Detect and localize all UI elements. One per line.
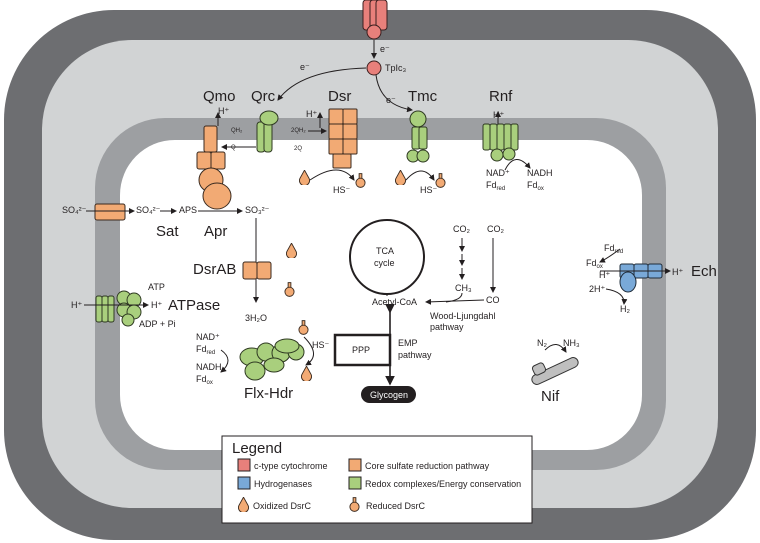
label-dsr-hs: HS⁻: [333, 185, 351, 195]
label-dsr-2q: 2Q: [294, 146, 302, 152]
label-wood-ljungdahl-2: pathway: [430, 322, 464, 332]
legend-item-label: Core sulfate reduction pathway: [365, 461, 490, 471]
label-sat: Sat: [156, 223, 179, 240]
label-flx-nad: NAD⁺: [196, 332, 220, 342]
legend-swatch: [348, 458, 362, 472]
label-co2-a: CO₂: [453, 224, 471, 234]
label-ech-2h: 2H⁺: [589, 284, 606, 294]
label-apr: Apr: [204, 223, 227, 240]
qmo-complex: [196, 125, 232, 210]
label-flx-fdred: Fdred: [196, 344, 215, 356]
flx-hdr-complex: [239, 338, 305, 381]
label-ch3: CH₃: [455, 283, 472, 293]
label-ech-h2: H₂: [620, 304, 630, 314]
label-glycogen: Glycogen: [370, 390, 408, 400]
label-co: CO: [486, 295, 500, 305]
label-wood-ljungdahl-1: Wood-Ljungdahl: [430, 311, 495, 321]
legend-swatch: [237, 476, 251, 490]
label-adp-pi: ADP + Pi: [139, 319, 176, 329]
label-rnf-nad: NAD⁺: [486, 168, 510, 178]
label-tca-cycle: cycle: [374, 258, 395, 268]
label-ech-h-out: H⁺: [672, 267, 683, 277]
label-nif: Nif: [541, 388, 560, 405]
tmc-complex: [406, 110, 430, 163]
label-qmo-qh2: QH₂: [231, 128, 243, 134]
label-flx-hs: HS⁻: [312, 340, 330, 350]
label-atpase-h-out: H⁺: [71, 300, 82, 310]
label-atp: ATP: [148, 282, 165, 292]
label-nh3: NH₃: [563, 338, 580, 348]
ppp-box: [333, 333, 392, 367]
legend: Legend c-type cytochrome Core sulfate red…: [221, 435, 533, 524]
label-flx-fdox: Fdox: [196, 374, 213, 386]
nitrogenase: [531, 357, 579, 385]
label-ech-fdox: Fdox: [586, 258, 603, 270]
label-qmo-h: H⁺: [218, 106, 229, 116]
label-dsr-h: H⁺: [306, 109, 317, 119]
legend-title: Legend: [232, 440, 282, 457]
label-n2: N₂: [537, 338, 547, 348]
legend-swatch: [237, 458, 251, 472]
label-emp-2: pathway: [398, 350, 432, 360]
label-rnf-fdred: Fdred: [486, 180, 505, 192]
tplc3-heme: [366, 60, 382, 76]
label-emp-1: EMP: [398, 338, 418, 348]
label-rnf-fdox: Fdox: [527, 180, 544, 192]
label-rnf: Rnf: [489, 88, 513, 105]
label-e-top: e⁻: [380, 44, 390, 54]
rnf-complex: [482, 123, 519, 162]
label-aps: APS: [179, 205, 197, 215]
label-ech-h-in: H⁺: [599, 270, 610, 280]
dsrab-complex: [242, 261, 272, 280]
tca-cycle-circle: [349, 219, 425, 295]
label-ech: Ech: [691, 263, 717, 280]
label-so4-out: SO₄²⁻: [62, 205, 87, 215]
label-ech-fdred: Fdred: [604, 243, 623, 255]
label-tplc3: TpIc₃: [385, 63, 407, 73]
label-qmo: Qmo: [203, 88, 236, 105]
label-ppp: PPP: [352, 345, 370, 355]
legend-reduced: Reduced DsrC: [366, 501, 426, 511]
cytochrome-outer: [362, 0, 388, 40]
legend-swatch: [348, 476, 362, 490]
atpase-complex: [95, 290, 142, 327]
label-flx-hdr: Flx-Hdr: [244, 385, 293, 402]
label-dsrab: DsrAB: [193, 261, 236, 278]
label-rnf-h: H⁺: [493, 110, 504, 120]
dsr-complex: [328, 108, 358, 169]
label-tmc-hs: HS⁻: [420, 185, 438, 195]
sulfate-transporter: [94, 203, 126, 221]
label-e-right: e⁻: [386, 95, 396, 105]
legend-item-label: c-type cytochrome: [254, 461, 328, 471]
cytoplasm: [120, 140, 642, 450]
label-so3: SO₃²⁻: [245, 205, 270, 215]
label-atpase-h-in: H⁺: [151, 300, 162, 310]
legend-item-label: Hydrogenases: [254, 479, 313, 489]
label-dsr: Dsr: [328, 88, 351, 105]
legend-item-label: Redox complexes/Energy conservation: [365, 479, 521, 489]
label-co2-b: CO₂: [487, 224, 505, 234]
label-qmo-q: Q: [231, 145, 236, 151]
qrc-complex: [256, 110, 279, 153]
label-tmc: Tmc: [408, 88, 438, 105]
label-flx-nadh: NADH: [196, 362, 222, 372]
legend-oxidized: Oxidized DsrC: [253, 501, 312, 511]
glycogen-pill: [361, 386, 416, 403]
label-qrc: Qrc: [251, 88, 276, 105]
label-tca: TCA: [376, 246, 394, 256]
label-atpase: ATPase: [168, 297, 220, 314]
label-so4-in: SO₄²⁻: [136, 205, 161, 215]
label-3h2o: 3H₂O: [245, 313, 267, 323]
label-e-left: e⁻: [300, 62, 310, 72]
label-rnf-nadh: NADH: [527, 168, 553, 178]
label-acetyl-coa: Acetyl-CoA: [372, 297, 417, 307]
label-dsr-2qh2: 2QH₂: [291, 128, 306, 134]
